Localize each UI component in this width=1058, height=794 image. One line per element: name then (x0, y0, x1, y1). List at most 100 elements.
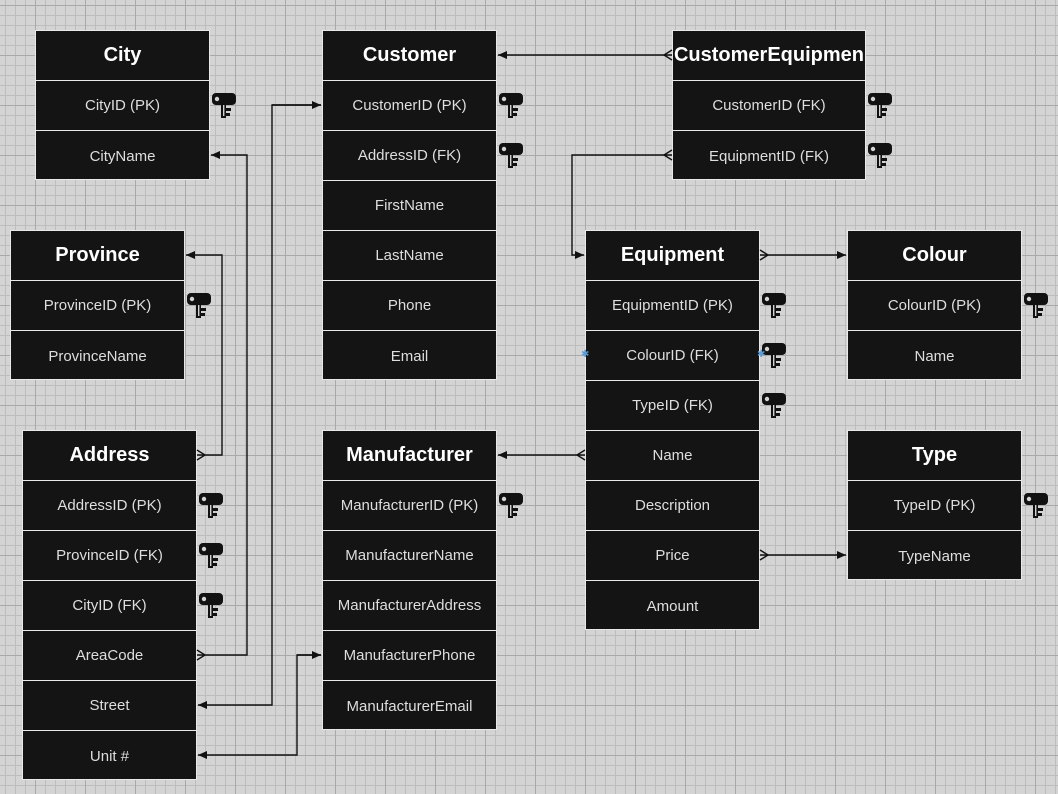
field-manufacturer-email[interactable]: ManufacturerEmail (323, 681, 496, 731)
connector-customer-to-address (198, 104, 321, 709)
selection-handle-icon[interactable]: ✱ (581, 349, 590, 360)
field-label: ManufacturerAddress (337, 597, 482, 614)
field-manufacturer-id[interactable]: ManufacturerID (PK) (323, 481, 523, 531)
field-colour-id[interactable]: ColourID (FK) (586, 331, 786, 381)
key-icon (867, 142, 893, 170)
field-type-name[interactable]: TypeName (848, 531, 1021, 581)
entity-customer-equipment[interactable]: CustomerEquipmen CustomerID (FK) Equipme… (672, 30, 892, 181)
field-address-id[interactable]: AddressID (PK) (23, 481, 223, 531)
field-type-id[interactable]: TypeID (PK) (848, 481, 1048, 531)
crowfoot-icon (196, 649, 207, 661)
connector-address-to-province (186, 251, 223, 456)
field-label: LastName (375, 247, 444, 264)
crowfoot-icon (575, 449, 586, 461)
field-label: CustomerID (FK) (712, 97, 826, 114)
field-email[interactable]: Email (323, 331, 496, 381)
key-icon (186, 292, 212, 320)
crowfoot-icon (196, 449, 207, 461)
field-city-id[interactable]: CityID (FK) (23, 581, 223, 631)
crowfoot-icon (759, 249, 770, 261)
field-label: Name (914, 347, 955, 365)
field-description[interactable]: Description (586, 481, 759, 531)
field-colour-id[interactable]: ColourID (PK) (848, 281, 1048, 331)
field-label: EquipmentID (PK) (612, 297, 733, 314)
field-price[interactable]: Price (586, 531, 759, 581)
field-label: CustomerID (PK) (352, 97, 467, 114)
field-amount[interactable]: Amount (586, 581, 759, 631)
field-label: ColourID (FK) (626, 347, 719, 364)
field-label: Amount (646, 597, 699, 615)
key-icon (198, 542, 224, 570)
field-label: Street (89, 697, 130, 714)
selection-handle-icon[interactable]: ✱ (757, 349, 766, 360)
field-manufacturer-address[interactable]: ManufacturerAddress (323, 581, 496, 631)
entity-province[interactable]: Province ProvinceID (PK) ProvinceName (10, 230, 211, 381)
entity-colour[interactable]: Colour ColourID (PK) Name (847, 230, 1048, 381)
key-icon (198, 492, 224, 520)
field-equipment-id[interactable]: EquipmentID (PK) (586, 281, 786, 331)
field-label: TypeID (PK) (893, 497, 976, 514)
entity-customer[interactable]: Customer CustomerID (PK) AddressID (FK) … (322, 30, 523, 381)
entity-title: Address (23, 431, 196, 481)
field-label: Description (634, 497, 711, 514)
field-city-name[interactable]: CityName (36, 131, 209, 181)
field-label: EquipmentID (FK) (708, 147, 830, 165)
crowfoot-icon (759, 549, 770, 561)
field-last-name[interactable]: LastName (323, 231, 496, 281)
entity-title: Customer (323, 31, 496, 81)
field-equipment-id[interactable]: EquipmentID (FK) (673, 131, 892, 181)
field-first-name[interactable]: FirstName (323, 181, 496, 231)
entity-equipment[interactable]: Equipment EquipmentID (PK) ColourID (FK)… (585, 230, 786, 631)
field-label: AddressID (PK) (57, 497, 162, 514)
entity-title: Equipment (586, 231, 759, 281)
field-label: AddressID (FK) (357, 147, 462, 164)
field-label: ProvinceID (FK) (56, 547, 163, 564)
field-province-name[interactable]: ProvinceName (11, 331, 184, 381)
key-icon (761, 392, 787, 420)
field-type-id[interactable]: TypeID (FK) (586, 381, 786, 431)
entity-city[interactable]: City CityID (PK) CityName (35, 30, 236, 181)
field-label: CityID (PK) (85, 97, 160, 114)
key-icon (498, 92, 524, 120)
key-icon (498, 142, 524, 170)
entity-title: Province (11, 231, 184, 281)
key-icon (198, 592, 224, 620)
field-manufacturer-phone[interactable]: ManufacturerPhone (323, 631, 496, 681)
key-icon (211, 92, 237, 120)
field-manufacturer-name[interactable]: ManufacturerName (323, 531, 496, 581)
field-street[interactable]: Street (23, 681, 196, 731)
field-customer-id[interactable]: CustomerID (FK) (673, 81, 892, 131)
key-icon (761, 342, 787, 370)
field-label: CityName (89, 147, 156, 165)
field-province-id[interactable]: ProvinceID (PK) (11, 281, 211, 331)
key-icon (761, 292, 787, 320)
entity-title: Type (848, 431, 1021, 481)
field-label: ColourID (PK) (887, 297, 982, 314)
field-address-id[interactable]: AddressID (FK) (323, 131, 523, 181)
entity-title: CustomerEquipmen (673, 31, 865, 81)
field-customer-id[interactable]: CustomerID (PK) (323, 81, 523, 131)
connector-customer-equipment-to-equipment (571, 154, 672, 259)
entity-manufacturer[interactable]: Manufacturer ManufacturerID (PK) Manufac… (322, 430, 523, 731)
entity-title: Manufacturer (323, 431, 496, 481)
crowfoot-icon (662, 149, 673, 161)
field-province-id[interactable]: ProvinceID (FK) (23, 531, 223, 581)
field-label: Email (390, 347, 429, 365)
field-city-id[interactable]: CityID (PK) (36, 81, 236, 131)
field-phone[interactable]: Phone (323, 281, 496, 331)
field-label: CityID (FK) (72, 597, 147, 614)
key-icon (1023, 292, 1049, 320)
field-name[interactable]: Name (848, 331, 1021, 381)
field-label: ManufacturerEmail (346, 697, 473, 715)
key-icon (867, 92, 893, 120)
entity-type[interactable]: Type TypeID (PK) TypeName (847, 430, 1048, 581)
field-label: FirstName (374, 197, 445, 214)
entity-title: City (36, 31, 209, 81)
entity-address[interactable]: Address AddressID (PK) ProvinceID (FK) C… (22, 430, 223, 781)
field-unit[interactable]: Unit # (23, 731, 196, 781)
field-area-code[interactable]: AreaCode (23, 631, 196, 681)
field-label: TypeID (FK) (632, 397, 713, 414)
field-name[interactable]: Name (586, 431, 759, 481)
